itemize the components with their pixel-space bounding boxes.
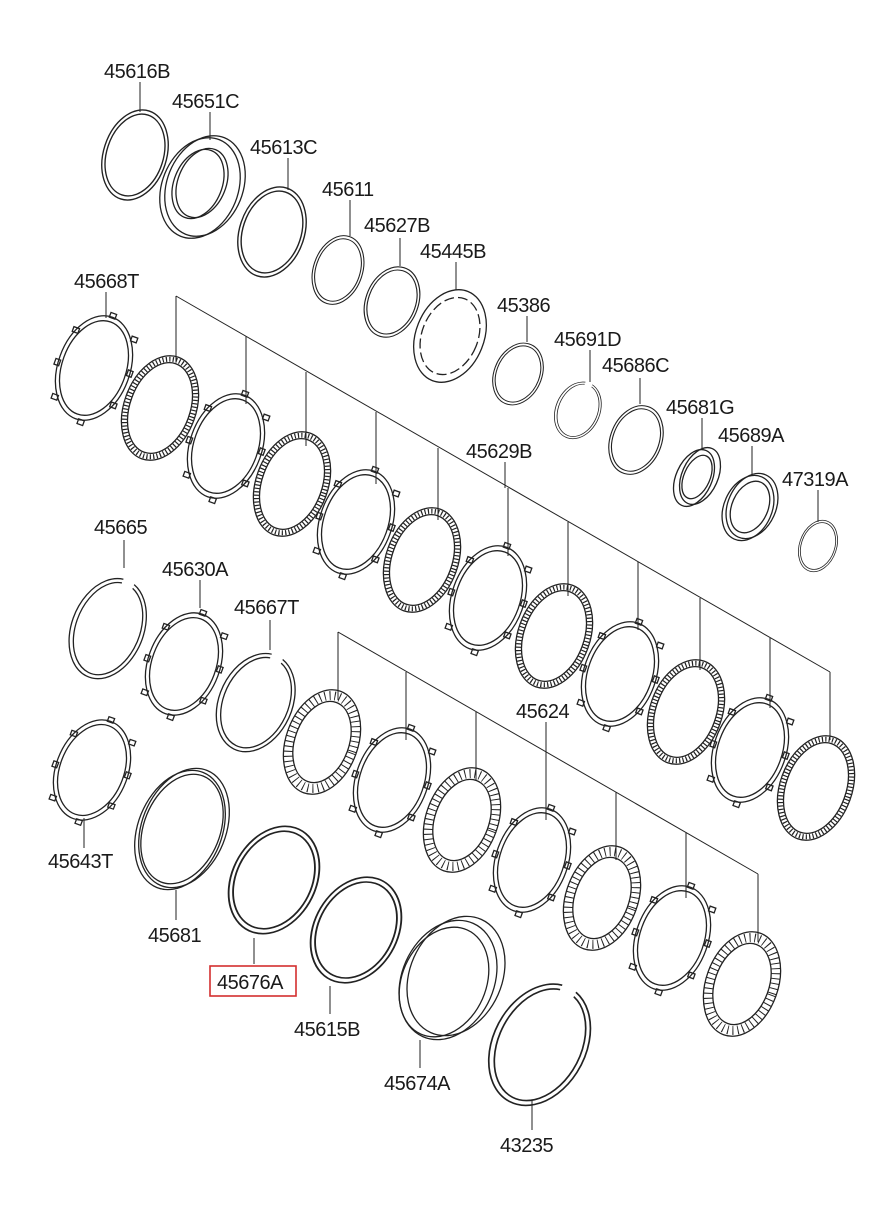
label-47319A[interactable]: 47319A (782, 469, 850, 491)
label-45681[interactable]: 45681 (148, 925, 202, 947)
part-labels: 45616B 45651C 45613C 45611 45627B 45445B… (48, 61, 850, 1157)
label-45674A[interactable]: 45674A (384, 1073, 452, 1095)
part-45667T[interactable] (201, 620, 311, 764)
label-45686C[interactable]: 45686C (602, 355, 670, 377)
label-45624[interactable]: 45624 (516, 701, 570, 723)
part-47319A[interactable] (791, 490, 845, 578)
label-45681G[interactable]: 45681G (666, 397, 735, 419)
clutch-pack-2 (270, 631, 795, 1047)
part-45676A[interactable] (211, 814, 337, 964)
part-45630A[interactable] (126, 580, 241, 731)
clutch-pack-1 (36, 292, 869, 851)
label-45630A[interactable]: 45630A (162, 559, 230, 581)
part-45681[interactable] (118, 755, 246, 920)
part-45627B[interactable] (354, 238, 430, 345)
part-45651C[interactable] (145, 112, 259, 250)
part-45615B[interactable] (293, 865, 419, 1014)
part-43235[interactable] (468, 968, 611, 1130)
label-45676A[interactable]: 45676A (217, 972, 285, 994)
part-45689A[interactable] (712, 446, 788, 549)
part-45445B[interactable] (400, 262, 499, 393)
part-45681G[interactable] (665, 418, 728, 513)
label-45386[interactable]: 45386 (497, 295, 551, 317)
label-45643T[interactable]: 45643T (48, 851, 114, 873)
label-45629B[interactable]: 45629B (466, 441, 533, 463)
label-45627B[interactable]: 45627B (364, 215, 431, 237)
part-45613C[interactable] (225, 158, 319, 287)
label-45691D[interactable]: 45691D (554, 329, 622, 351)
label-45613C[interactable]: 45613C (250, 137, 318, 159)
label-45668T[interactable]: 45668T (74, 271, 140, 293)
part-45674A[interactable] (381, 901, 523, 1068)
label-45615B[interactable]: 45615B (294, 1019, 361, 1041)
part-45616B[interactable] (90, 82, 180, 210)
label-45667T[interactable]: 45667T (234, 597, 300, 619)
part-45611[interactable] (302, 200, 374, 312)
highlight-box (209, 965, 297, 997)
label-43235[interactable]: 43235 (500, 1135, 554, 1157)
label-45611[interactable]: 45611 (322, 179, 375, 201)
part-45643T[interactable] (34, 704, 149, 848)
label-45445B[interactable]: 45445B (420, 241, 487, 263)
label-45689A[interactable]: 45689A (718, 425, 786, 447)
part-45665[interactable] (54, 540, 162, 691)
part-45686C[interactable] (599, 378, 673, 482)
label-45616B[interactable]: 45616B (104, 61, 171, 83)
part-45691D[interactable] (546, 350, 610, 445)
part-45386[interactable] (483, 316, 553, 412)
label-45665[interactable]: 45665 (94, 517, 148, 539)
label-45651C[interactable]: 45651C (172, 91, 240, 113)
